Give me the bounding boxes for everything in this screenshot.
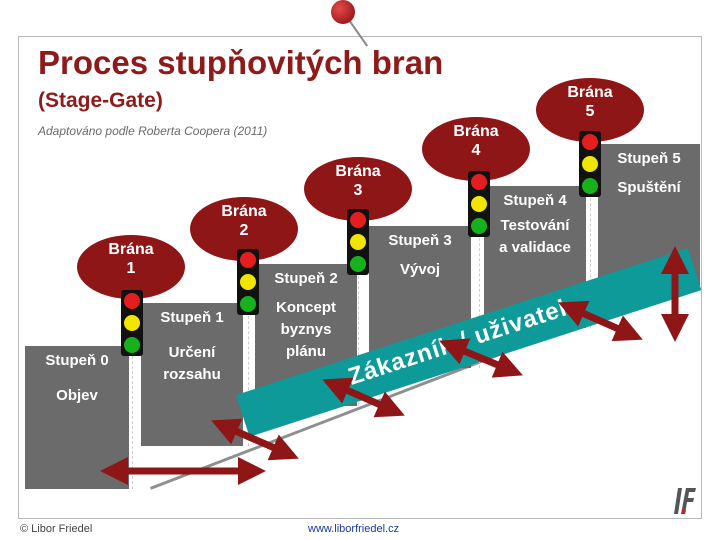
stage-desc: Spuštění: [617, 179, 681, 196]
traffic-light-icon: [347, 209, 369, 275]
traffic-light-icon: [121, 290, 143, 356]
red-light: [350, 212, 366, 228]
stage-name: Stupeň 0: [45, 352, 109, 369]
yellow-light: [350, 234, 366, 250]
double-arrow-icon: [439, 338, 523, 378]
footer-copyright: © Libor Friedel: [20, 523, 93, 535]
yellow-light: [471, 196, 487, 212]
traffic-light-icon: [468, 171, 490, 237]
stage-desc: Vývoj: [399, 261, 441, 278]
red-light: [240, 252, 256, 268]
double-arrow-icon: [211, 418, 299, 461]
green-light: [124, 337, 140, 353]
stage-name: Stupeň 3: [388, 232, 452, 249]
gate-pole: [358, 276, 360, 406]
gate-pole: [590, 198, 592, 328]
gate-pole: [479, 238, 481, 368]
traffic-light-icon: [237, 249, 259, 315]
gate-4: Brána 4: [422, 117, 530, 181]
stage-desc: Určení rozsahu: [163, 344, 221, 383]
traffic-light-icon: [579, 131, 601, 197]
attribution: Adaptováno podle Roberta Coopera (2011): [38, 124, 268, 138]
stage-name: Stupeň 2: [274, 270, 338, 287]
page-title: Proces stupňovitých bran: [38, 44, 444, 81]
red-light: [582, 134, 598, 150]
stage-name: Stupeň 5: [617, 150, 681, 167]
red-light: [471, 174, 487, 190]
lf-logo-icon: [674, 488, 696, 514]
stage-desc: Objev: [56, 387, 98, 404]
gate-number: 2: [239, 222, 249, 239]
yellow-light: [582, 156, 598, 172]
gate-1: Brána 1: [77, 235, 185, 299]
green-light: [471, 218, 487, 234]
stage-desc: Testování a validace: [499, 217, 571, 256]
gate-label: Brána: [453, 123, 499, 140]
gate-pole: [248, 316, 250, 446]
stage-name: Stupeň 1: [160, 309, 224, 326]
double-arrow-icon: [322, 377, 405, 418]
footer-website-link[interactable]: www.liborfriedel.cz: [308, 523, 400, 535]
gate-label: Brána: [108, 241, 154, 258]
double-arrow-icon: [558, 300, 643, 342]
gate-number: 3: [353, 182, 363, 199]
stage-desc: Koncept byznys plánu: [276, 299, 336, 360]
green-light: [582, 178, 598, 194]
yellow-light: [240, 274, 256, 290]
gate-number: 4: [471, 142, 481, 159]
gate-number: 5: [585, 103, 595, 120]
gate-label: Brána: [335, 163, 381, 180]
gate-label: Brána: [221, 203, 267, 220]
pin-icon: [331, 0, 355, 24]
green-light: [240, 296, 256, 312]
green-light: [350, 256, 366, 272]
red-light: [124, 293, 140, 309]
stage-name: Stupeň 4: [503, 192, 567, 209]
gate-label: Brána: [567, 84, 613, 101]
gate-pole: [132, 356, 134, 489]
yellow-light: [124, 315, 140, 331]
gate-number: 1: [126, 260, 136, 277]
page-subtitle: (Stage-Gate): [38, 89, 163, 112]
